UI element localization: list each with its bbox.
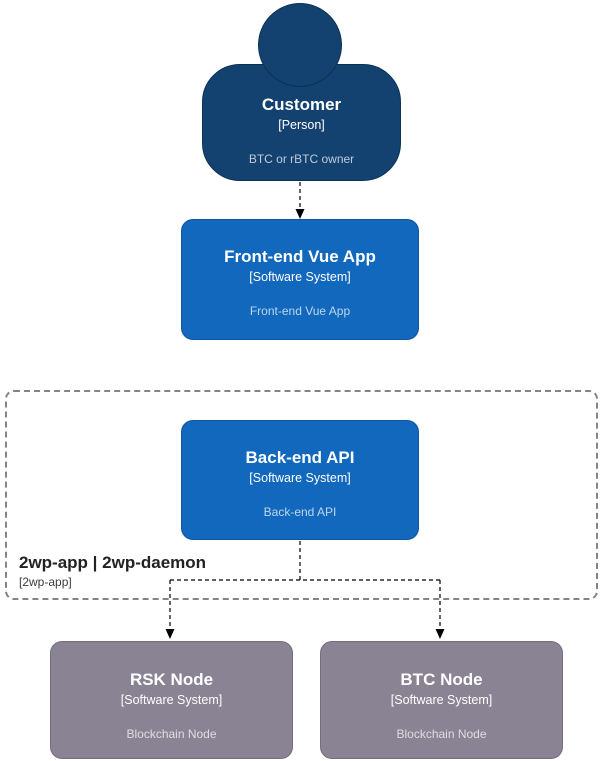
btc-description: Blockchain Node — [396, 726, 487, 741]
rsk-description: Blockchain Node — [126, 726, 217, 741]
node-backend-api: Back-end API [Software System] Back-end … — [181, 420, 419, 540]
backend-type: [Software System] — [249, 470, 351, 485]
customer-type: [Person] — [278, 117, 325, 132]
customer-description: BTC or rBTC owner — [248, 151, 355, 166]
backend-description: Back-end API — [263, 504, 337, 519]
arrowhead-down-icon — [435, 629, 445, 639]
frontend-type: [Software System] — [249, 269, 351, 284]
backend-name: Back-end API — [245, 448, 355, 467]
node-rsk-node: RSK Node [Software System] Blockchain No… — [50, 641, 293, 759]
btc-type: [Software System] — [390, 692, 493, 707]
btc-name: BTC Node — [400, 670, 483, 689]
node-frontend-vue-app: Front-end Vue App [Software System] Fron… — [181, 219, 419, 340]
node-btc-node: BTC Node [Software System] Blockchain No… — [320, 641, 563, 759]
boundary-type: [2wp-app] — [19, 575, 72, 589]
boundary-title: 2wp-app | 2wp-daemon — [19, 553, 207, 573]
boundary-label: 2wp-app | 2wp-daemon [2wp-app] — [19, 554, 206, 589]
frontend-description: Front-end Vue App — [249, 303, 351, 318]
boundary-2wp-app: 2wp-app | 2wp-daemon [2wp-app] — [5, 390, 598, 600]
customer-person-head — [258, 3, 342, 87]
rsk-type: [Software System] — [120, 692, 223, 707]
arrowhead-down-icon — [295, 209, 305, 219]
edge-customer-to-frontend — [295, 182, 305, 219]
rsk-name: RSK Node — [129, 670, 214, 689]
arrowhead-down-icon — [165, 629, 175, 639]
frontend-name: Front-end Vue App — [224, 247, 376, 266]
customer-name: Customer — [261, 95, 342, 114]
